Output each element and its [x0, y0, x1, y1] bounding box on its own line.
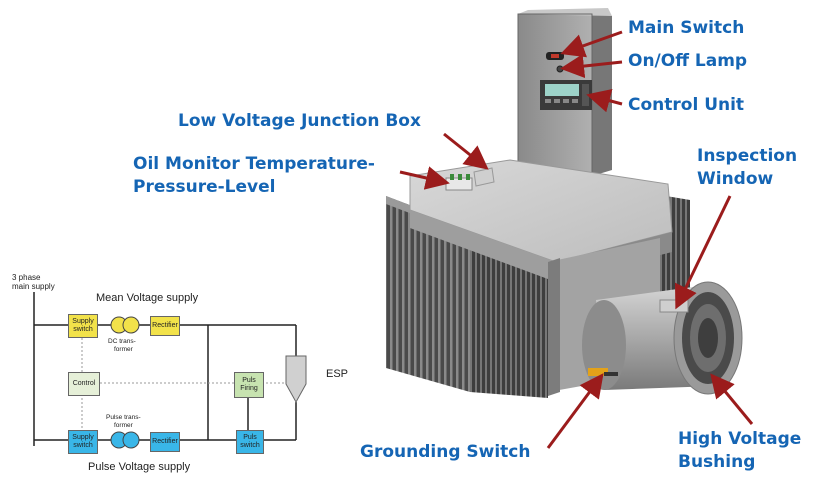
arrow-on-off-lamp	[560, 54, 623, 79]
arrow-grounding-switch	[546, 373, 604, 449]
schematic-wires	[33, 292, 297, 446]
oil-monitor-label-line2: Pressure-Level	[133, 177, 276, 197]
pulse-transformer-label-1: Pulse trans-	[106, 414, 141, 421]
dc-transformer-icon	[110, 316, 140, 334]
arrow-main-switch	[560, 30, 623, 58]
rectifier-pulse: Rectifier	[150, 432, 180, 452]
dc-transformer-label-2: former	[114, 346, 133, 353]
supply-switch-mean: Supply switch	[68, 314, 98, 338]
on-off-lamp-label: On/Off Lamp	[628, 51, 748, 71]
supply-switch-pulse: Supply switch	[68, 430, 98, 454]
oil-monitor-device	[445, 174, 473, 191]
control-box: Control	[68, 372, 100, 396]
grounding-switch-label: Grounding Switch	[360, 442, 531, 462]
esp-icon	[285, 355, 307, 404]
arrow-control-unit	[586, 89, 623, 113]
control-unit-label: Control Unit	[628, 95, 745, 115]
main-supply-label-1: 3 phase	[12, 273, 41, 282]
esp-label: ESP	[326, 368, 349, 380]
grounding-switch-icon	[588, 368, 618, 376]
hv-bushing-label-line2: Bushing	[678, 452, 756, 472]
arrow-junction-box	[443, 132, 489, 170]
hv-bushing-label-line1: High Voltage	[678, 429, 802, 449]
arrow-hv-bushing	[710, 373, 754, 425]
main-switch-icon	[546, 52, 564, 60]
dc-transformer-label-1: DC trans-	[108, 338, 136, 345]
inspection-window-label-line2: Window	[697, 169, 774, 189]
puls-firing-box: Puls Firing	[234, 372, 264, 398]
rectifier-mean: Rectifier	[150, 316, 180, 336]
puls-switch-box: Puls switch	[236, 430, 264, 454]
pulse-transformer-icon	[110, 431, 140, 449]
control-signal-lines	[81, 338, 284, 430]
arrow-oil-monitor	[399, 166, 450, 190]
callout-arrows	[399, 30, 754, 449]
arrow-inspection-window	[674, 195, 732, 310]
pulse-voltage-title: Pulse Voltage supply	[88, 461, 191, 473]
inspection-window-label-line1: Inspection	[697, 146, 798, 166]
main-supply-label-2: main supply	[12, 282, 55, 291]
high-voltage-bushing	[582, 281, 743, 395]
oil-monitor-label-line1: Oil Monitor Temperature-	[133, 154, 375, 174]
low-voltage-junction-box-label: Low Voltage Junction Box	[178, 111, 421, 131]
mean-voltage-title: Mean Voltage supply	[96, 292, 199, 304]
main-switch-label: Main Switch	[628, 18, 745, 38]
pulse-transformer-label-2: former	[114, 422, 133, 429]
control-unit-panel	[540, 80, 592, 110]
